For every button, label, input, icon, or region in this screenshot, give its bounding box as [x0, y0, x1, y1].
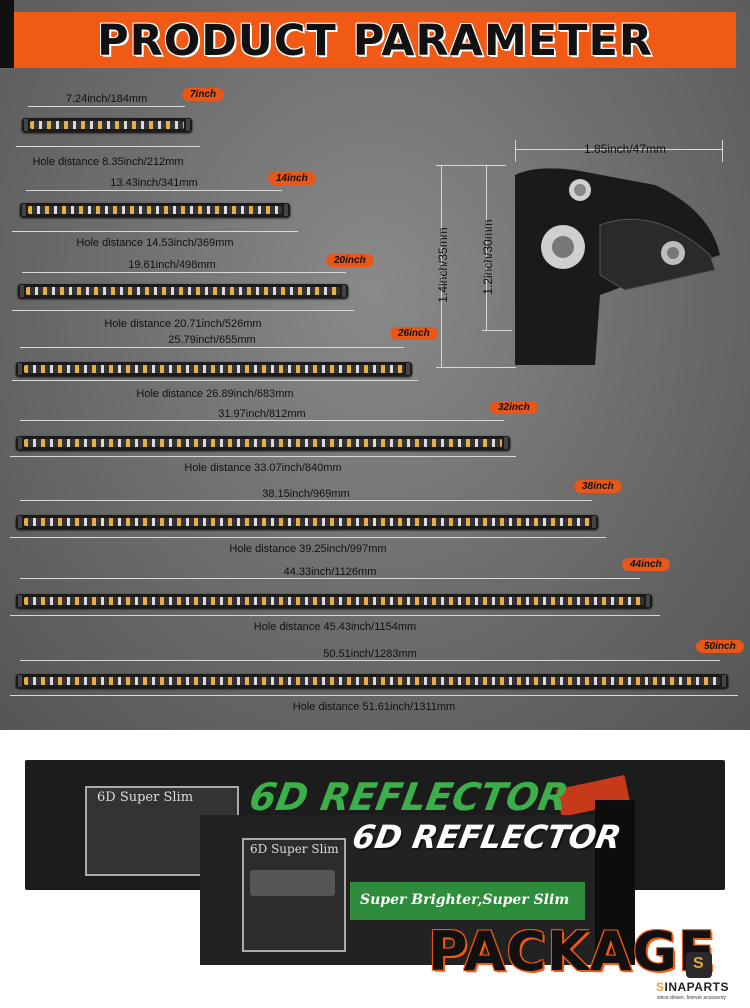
bar-length-label: 50.51inch/1283mm [323, 648, 417, 660]
hole-line [10, 695, 738, 696]
slogan-band: Super Brighter,Super Slim [350, 882, 585, 920]
size-tag: 38inch [574, 480, 622, 493]
light-bar-14inch [20, 203, 290, 217]
bracket-outer-height-label: 1.4inch/35mm [436, 227, 450, 303]
hole-line [16, 146, 200, 147]
hole-distance-label: Hole distance 8.35inch/212mm [32, 156, 184, 168]
light-bar-7inch [22, 118, 192, 132]
dimension-line [20, 578, 640, 579]
bar-length-label: 31.97inch/812mm [218, 408, 306, 420]
hole-distance-label: Hole distance 45.43inch/1154mm [253, 621, 417, 633]
box-brand-back: 6D REFLECTOR [246, 775, 572, 819]
dimension-line [20, 500, 592, 501]
hole-distance-label: Hole distance 14.53inch/369mm [76, 237, 234, 249]
dimension-line [22, 272, 346, 273]
bar-length-label: 13.43inch/341mm [110, 177, 198, 189]
size-tag: 20inch [326, 254, 374, 267]
corner-decoration [0, 0, 14, 68]
dimension-line [28, 106, 185, 107]
hole-distance-label: Hole distance 33.07inch/840mm [184, 462, 342, 474]
bar-length-label: 25.79inch/655mm [168, 334, 256, 346]
light-bar-photo [250, 870, 335, 896]
bar-length-label: 19.61inch/498mm [128, 259, 216, 271]
hole-distance-label: Hole distance 26.89inch/683mm [136, 388, 294, 400]
hole-distance-label: Hole distance 39.25inch/997mm [229, 543, 387, 555]
brand-logo-icon: S [686, 952, 712, 978]
size-tag: 14inch [268, 172, 316, 185]
dimension-line [26, 190, 282, 191]
bracket-height-tick [482, 330, 512, 331]
box-brand-front: 6D REFLECTOR [349, 818, 625, 856]
bracket-width-tick [722, 140, 723, 162]
hole-line [12, 380, 418, 381]
page-title: PRODUCT PARAMETER [97, 16, 653, 66]
bar-length-label: 38.15inch/969mm [262, 488, 350, 500]
hole-line [12, 310, 354, 311]
bracket-width-label: 1.85inch/47mm [583, 142, 667, 156]
size-tag: 50inch [696, 640, 744, 653]
size-tag: 26inch [390, 327, 438, 340]
dimension-line [20, 420, 504, 421]
bar-length-label: 44.33inch/1126mm [283, 566, 377, 578]
light-bar-50inch [16, 674, 728, 688]
hole-line [12, 231, 298, 232]
logo-glyph: S [693, 955, 704, 972]
size-tag: 7inch [182, 88, 225, 101]
package-box-side [595, 800, 635, 965]
bracket-width-line [515, 149, 723, 150]
bracket-inner-height-line [486, 165, 487, 330]
hole-line [10, 615, 660, 616]
light-bar-32inch [16, 436, 510, 450]
mounting-bracket-image [515, 168, 720, 365]
box-label-front: 6D Super Slim [250, 842, 339, 856]
dimension-line [20, 660, 720, 661]
hole-line [10, 456, 516, 457]
light-bar-38inch [16, 515, 598, 529]
light-bar-26inch [16, 362, 412, 376]
brand-logo-text: SINAPARTS [656, 980, 729, 994]
bracket-outer-height-line [441, 165, 442, 367]
size-tag: 44inch [622, 558, 670, 571]
title-banner: PRODUCT PARAMETER [14, 12, 736, 68]
dimension-line [20, 347, 404, 348]
light-bar-44inch [16, 594, 652, 608]
box-window-front: 6D Super Slim [242, 838, 346, 952]
hole-distance-label: Hole distance 20.71inch/526mm [104, 318, 262, 330]
light-bar-20inch [18, 284, 348, 298]
hole-distance-label: Hole distance 51.61inch/1311mm [292, 701, 456, 713]
box-slogan: Super Brighter,Super Slim [360, 892, 570, 908]
brand-tagline: since driven. forever accessory [657, 995, 726, 1001]
hole-line [10, 537, 606, 538]
package-heading: PACKAGE [428, 920, 716, 983]
bracket-height-tick [436, 165, 506, 166]
bar-length-label: 7.24inch/184mm [65, 93, 148, 105]
size-tag: 32inch [490, 401, 538, 414]
bracket-inner-height-label: 1.2inch/30mm [481, 219, 495, 295]
logo-initial: S [656, 980, 665, 994]
box-label-back: 6D Super Slim [97, 790, 194, 805]
bracket-width-tick [515, 140, 516, 162]
logo-name: INAPARTS [664, 980, 729, 994]
bracket-height-tick [436, 367, 516, 368]
